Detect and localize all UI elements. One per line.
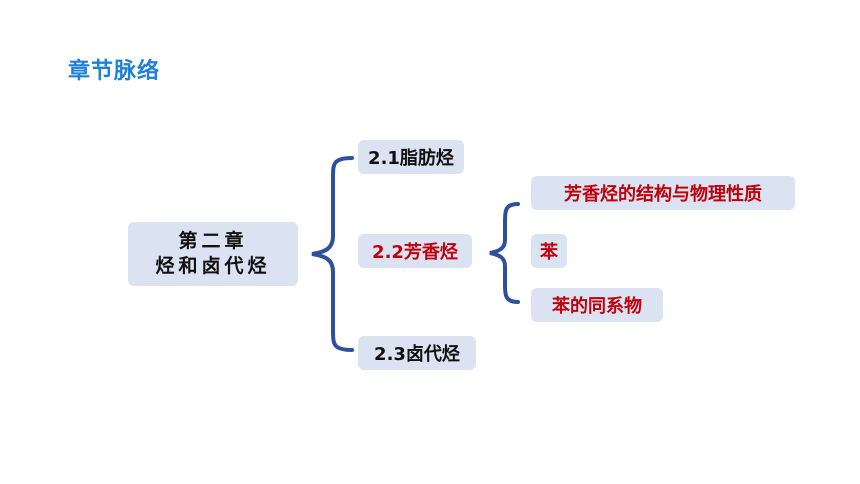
- topic-node-homologues: 苯的同系物: [531, 288, 663, 322]
- section-label: 2.3卤代烃: [374, 344, 460, 365]
- section-node-2-3: 2.3卤代烃: [358, 336, 476, 370]
- main-brace: [311, 156, 354, 352]
- section-label: 2.2芳香烃: [372, 242, 458, 263]
- chapter-number: 第二章: [178, 230, 248, 252]
- chapter-node: 第二章 烃和卤代烃: [128, 222, 298, 286]
- page-title: 章节脉络: [68, 59, 161, 84]
- topic-label: 芳香烃的结构与物理性质: [564, 184, 762, 205]
- section-label: 2.1脂肪烃: [368, 148, 454, 169]
- topic-node-structure: 芳香烃的结构与物理性质: [531, 176, 795, 210]
- section-node-2-1: 2.1脂肪烃: [358, 140, 464, 174]
- sub-brace: [489, 202, 520, 304]
- chapter-title: 烃和卤代烃: [155, 255, 271, 277]
- topic-label: 苯: [540, 242, 558, 263]
- topic-node-benzene: 苯: [531, 234, 567, 268]
- topic-label: 苯的同系物: [552, 296, 642, 317]
- section-node-2-2: 2.2芳香烃: [358, 234, 472, 268]
